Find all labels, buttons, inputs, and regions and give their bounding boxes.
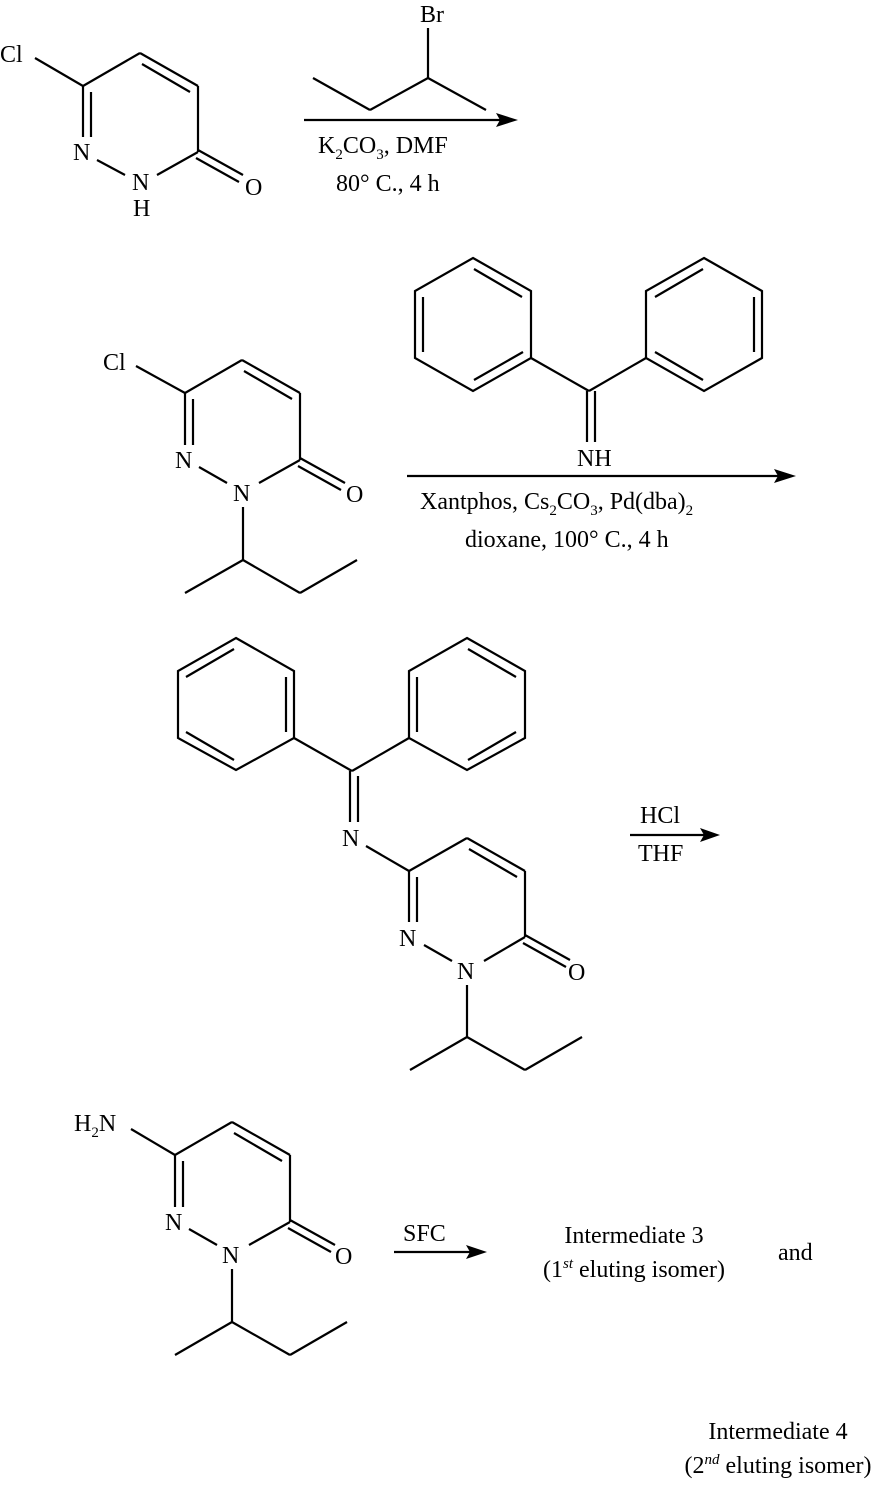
atom-label-n: N <box>233 481 250 507</box>
product-title: Intermediate 4 <box>708 1419 848 1445</box>
product-subtitle: (1st eluting isomer) <box>543 1256 725 1283</box>
conditions-step2-line1: Xantphos, Cs2CO3, Pd(dba)2 <box>420 489 694 519</box>
atom-label-nh2: H2N <box>74 1111 116 1141</box>
atom-label-n: N <box>399 926 416 952</box>
atom-label-cl: Cl <box>0 42 23 68</box>
atom-label-n: N <box>165 1210 182 1236</box>
reaction-arrow-3 <box>630 828 720 842</box>
conditions-step4-top: SFC <box>403 1221 446 1247</box>
atom-label-n: N <box>222 1243 239 1269</box>
structure-chloropyridazinone <box>34 52 244 183</box>
conditions-step1-line2: 80° C., 4 h <box>336 171 440 197</box>
connector-and: and <box>778 1240 813 1266</box>
atom-label-n: N <box>457 959 474 985</box>
structure-aminopyridazinone <box>130 1121 348 1356</box>
product-title: Intermediate 3 <box>564 1223 704 1249</box>
product-intermediate-3: Intermediate 3 (1st eluting isomer) <box>518 1222 750 1284</box>
atom-label-nh: NH <box>577 446 612 472</box>
atom-label-n: N <box>175 448 192 474</box>
atom-label-nh-h: H <box>133 196 150 222</box>
atom-label-nh-n: N <box>132 170 149 196</box>
atom-label-o: O <box>568 960 585 986</box>
structure-benzophenone-imine <box>413 256 764 442</box>
atom-label-cl: Cl <box>103 350 126 376</box>
atom-label-n-imine: N <box>342 826 359 852</box>
reaction-arrow-4 <box>394 1245 487 1259</box>
product-intermediate-4: Intermediate 4 (2nd eluting isomer) <box>660 1418 896 1480</box>
conditions-step2-line2: dioxane, 100° C., 4 h <box>465 527 669 553</box>
atom-label-br: Br <box>420 2 444 28</box>
conditions-step3-bottom: THF <box>638 841 684 867</box>
structure-imine-intermediate <box>176 636 583 1071</box>
product-subtitle: (2nd eluting isomer) <box>684 1452 872 1479</box>
reaction-arrow-2 <box>407 469 796 483</box>
conditions-step1-line1: K2CO3, DMF <box>318 133 448 163</box>
atom-label-o: O <box>245 175 262 201</box>
structure-2-bromobutane <box>312 28 487 111</box>
atom-label-n: N <box>73 140 90 166</box>
structure-chloro-sec-butyl-pyridazinone <box>135 359 358 594</box>
reaction-arrow-1 <box>304 113 518 127</box>
atom-label-o: O <box>335 1244 352 1270</box>
atom-label-o: O <box>346 482 363 508</box>
conditions-step3-top: HCl <box>640 803 681 829</box>
